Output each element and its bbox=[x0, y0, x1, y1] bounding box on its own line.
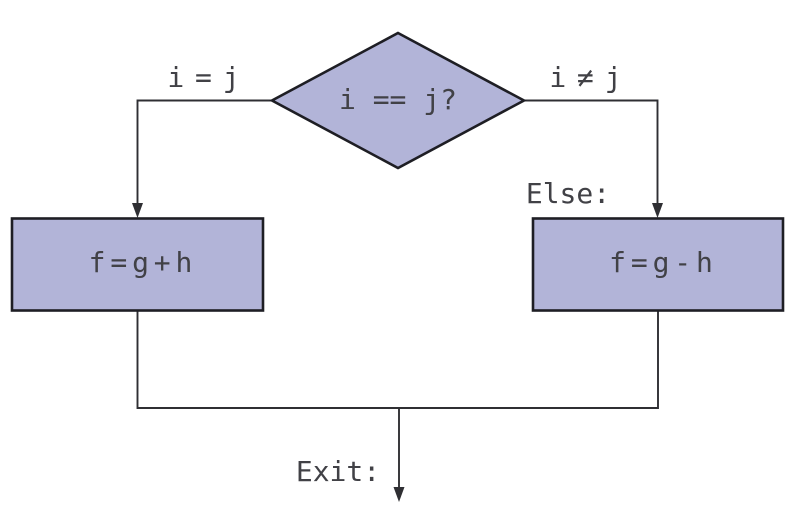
else-annotation: Else: bbox=[526, 177, 610, 210]
else-box-label: f = g - h bbox=[609, 246, 711, 279]
decision-diamond bbox=[269, 31, 527, 170]
then-box bbox=[10, 217, 265, 312]
true-branch-label: i = j bbox=[167, 61, 236, 94]
connector-false-branch bbox=[524, 99, 659, 205]
connector-merge bbox=[136, 310, 659, 409]
arrowhead-exit-icon bbox=[393, 487, 405, 502]
arrowhead-else-icon bbox=[652, 203, 663, 218]
arrowhead-then-icon bbox=[132, 203, 143, 218]
exit-annotation: Exit: bbox=[296, 455, 380, 488]
then-box-label: f = g + h bbox=[89, 246, 191, 279]
connector-true-branch bbox=[136, 99, 272, 205]
false-branch-label: i ≠ j bbox=[549, 61, 618, 94]
decision-label: i == j? bbox=[339, 83, 457, 116]
else-box bbox=[531, 217, 785, 312]
